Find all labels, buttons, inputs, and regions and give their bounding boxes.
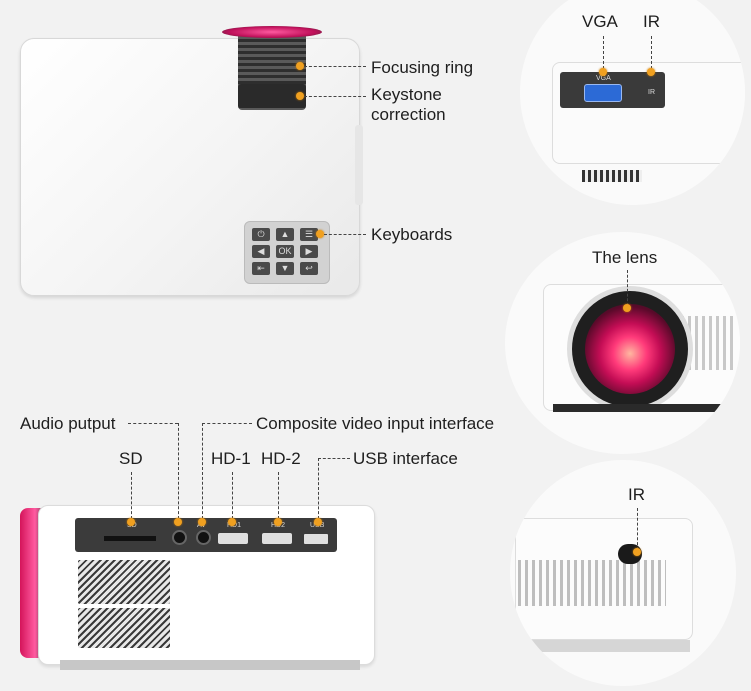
vga-port bbox=[584, 84, 622, 102]
keyboards-leader bbox=[324, 234, 366, 235]
composite-leader-v bbox=[202, 423, 203, 519]
correction-label: correction bbox=[371, 105, 446, 124]
keyboards-marker bbox=[316, 230, 324, 238]
ir-top-marker bbox=[647, 68, 655, 76]
menu-button[interactable]: ☰ bbox=[300, 228, 318, 241]
hd2-port bbox=[262, 533, 292, 544]
the-lens-label: The lens bbox=[592, 248, 658, 267]
hd1-leader bbox=[232, 472, 233, 519]
vga-port-label: VGA bbox=[596, 75, 611, 82]
av-jack bbox=[196, 530, 211, 545]
lens-glass bbox=[585, 304, 675, 394]
audio-output-label: Audio putput bbox=[20, 414, 116, 433]
focusing-ring-leader bbox=[304, 66, 366, 67]
usb-port bbox=[304, 534, 328, 544]
focusing-ring-marker bbox=[296, 62, 304, 70]
usb-marker bbox=[314, 518, 322, 526]
power-button[interactable]: ⏻ bbox=[252, 228, 270, 241]
ir-front-marker bbox=[633, 548, 641, 556]
source-button[interactable]: ⇤ bbox=[252, 262, 270, 275]
hd2-leader bbox=[278, 472, 279, 519]
usb-interface-label: USB interface bbox=[353, 449, 458, 468]
lens-leader bbox=[627, 270, 628, 306]
up-button[interactable]: ▲ bbox=[276, 228, 294, 241]
front-ir-detail-circle bbox=[510, 460, 736, 686]
sd-leader bbox=[131, 472, 132, 519]
composite-label: Composite video input interface bbox=[256, 414, 495, 433]
back-button[interactable]: ↩ bbox=[300, 262, 318, 275]
lens-base bbox=[553, 404, 740, 412]
rear-base bbox=[60, 660, 360, 670]
right-button[interactable]: ▶ bbox=[300, 245, 318, 258]
down-button[interactable]: ▼ bbox=[276, 262, 294, 275]
rear-vent-lower bbox=[78, 608, 170, 648]
left-button[interactable]: ◀ bbox=[252, 245, 270, 258]
keystone-ring bbox=[238, 84, 306, 108]
hd1-marker bbox=[228, 518, 236, 526]
keystone-marker bbox=[296, 92, 304, 100]
keystone-label: Keystone bbox=[371, 85, 442, 104]
usb-leader-v bbox=[318, 458, 319, 519]
hd1-port-label: HD1 bbox=[227, 522, 242, 529]
hd1-label: HD-1 bbox=[211, 449, 251, 468]
sd-marker bbox=[127, 518, 135, 526]
sd-slot bbox=[104, 536, 156, 541]
vga-ir-detail-circle: VGA IR bbox=[520, 0, 745, 205]
vga-ir-vents bbox=[582, 170, 642, 182]
composite-marker bbox=[198, 518, 206, 526]
ir-top-label: IR bbox=[643, 12, 660, 31]
audio-output-leader-h bbox=[128, 423, 178, 424]
lens-detail-circle bbox=[505, 232, 740, 454]
ok-button[interactable]: OK bbox=[276, 245, 294, 258]
usb-leader-h bbox=[318, 458, 350, 459]
focusing-ring-label: Focusing ring bbox=[371, 58, 474, 77]
lens-marker bbox=[623, 304, 631, 312]
vga-label: VGA bbox=[582, 12, 618, 31]
vga-leader bbox=[603, 36, 604, 69]
audio-jack bbox=[172, 530, 187, 545]
front-ir-base bbox=[530, 640, 690, 652]
sd-label: SD bbox=[119, 449, 143, 468]
keyboards-label: Keyboards bbox=[371, 225, 453, 244]
ir-top-leader bbox=[651, 36, 652, 69]
audio-output-marker bbox=[174, 518, 182, 526]
lens-top-glow bbox=[222, 26, 322, 38]
front-ir-vents bbox=[518, 560, 666, 606]
keystone-leader bbox=[304, 96, 366, 97]
rear-vent-upper bbox=[78, 560, 170, 604]
audio-output-leader-v bbox=[178, 423, 179, 519]
composite-leader-h bbox=[202, 423, 252, 424]
hd2-marker bbox=[274, 518, 282, 526]
ir-port-label: IR bbox=[648, 89, 655, 96]
hd2-label: HD-2 bbox=[261, 449, 301, 468]
side-rail bbox=[355, 125, 363, 205]
vga-marker bbox=[599, 68, 607, 76]
hd1-port bbox=[218, 533, 248, 544]
ir-front-label: IR bbox=[628, 485, 645, 504]
ir-front-leader bbox=[637, 508, 638, 550]
